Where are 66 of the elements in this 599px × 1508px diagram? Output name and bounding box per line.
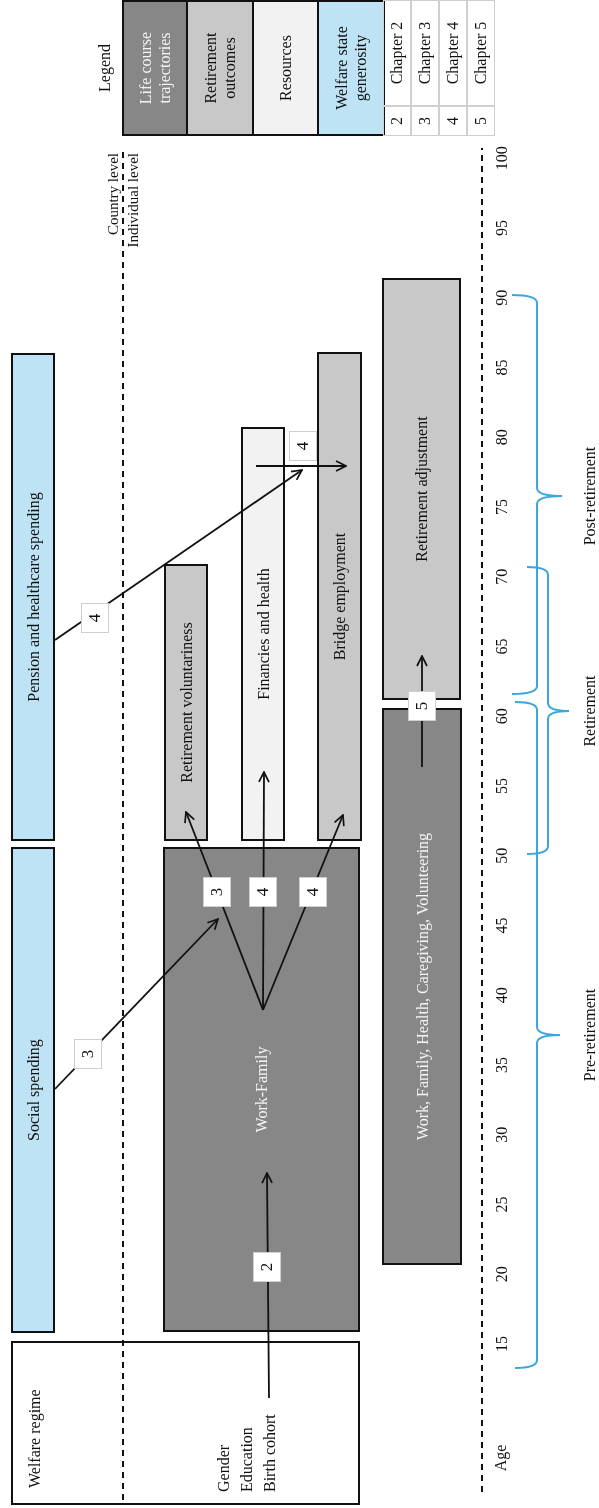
legend-text: Life course trajectories	[136, 30, 174, 107]
age-tick-label: 75	[491, 499, 511, 515]
chapter-name: Chapter 4	[439, 0, 467, 106]
node-label: Retirement voluntariness	[176, 622, 196, 783]
edge-label: 2	[253, 1252, 281, 1282]
trajectory-box	[382, 708, 462, 1265]
axis-title: Age	[490, 1444, 510, 1472]
policy-bar	[11, 353, 55, 841]
age-tick-label: 100	[491, 146, 511, 171]
age-tick-label: 20	[491, 1266, 511, 1283]
edge-label: 4	[299, 877, 327, 907]
legend-text: Resources	[276, 35, 295, 101]
phase-label: Retirement	[579, 675, 599, 747]
age-tick-label: 90	[491, 289, 511, 306]
policy-bar	[11, 847, 55, 1333]
chapter-number: 2	[383, 106, 411, 136]
phase-label: Pre-retirement	[579, 988, 599, 1082]
chapter-number: 3	[411, 106, 439, 136]
age-tick-label: 25	[491, 1196, 511, 1213]
arrow	[54, 469, 303, 641]
chapter-name: Chapter 3	[411, 0, 439, 106]
age-tick-label: 30	[491, 1126, 511, 1143]
node-label: Work, Family, Health, Caregiving, Volunteering	[412, 832, 432, 1141]
node-label: Bridge employment	[330, 532, 349, 661]
outcome-box	[382, 278, 461, 700]
chapter-number: 4	[439, 106, 467, 136]
chapter-name: Chapter 5	[467, 0, 495, 106]
edge-label: 5	[408, 691, 436, 721]
age-tick-label: 70	[491, 568, 511, 585]
edge-label: 4	[81, 603, 109, 633]
age-tick-label: 85	[491, 359, 511, 376]
age-tick-label: 65	[491, 638, 511, 655]
legend-text: Retirement outcomes	[201, 31, 239, 106]
chapter-name: Chapter 2	[383, 0, 411, 106]
node-label: Pension and healthcare spending	[23, 492, 43, 702]
edge-label: 3	[74, 1039, 102, 1069]
age-tick-label: 95	[491, 220, 511, 236]
phase-label: Post-retirement	[579, 446, 599, 546]
node-label: Work-Family	[252, 1046, 271, 1133]
age-tick-label: 80	[491, 429, 511, 446]
arrow	[255, 460, 347, 472]
age-tick-label: 60	[491, 708, 511, 725]
node-label: Retirement adjustment	[412, 416, 431, 562]
legend-title: Legend	[94, 44, 114, 92]
age-tick-label: 50	[491, 847, 511, 864]
legend-text: Welfare state generosity	[332, 25, 370, 112]
level-label: Individual level	[124, 153, 142, 248]
edge-label: 4	[289, 431, 317, 461]
node-label: Welfare regime	[25, 1389, 44, 1488]
age-tick-label: 40	[491, 987, 511, 1004]
outcome-box	[317, 352, 362, 841]
chapter-number: 5	[467, 106, 495, 136]
age-tick-label: 45	[491, 917, 511, 934]
trajectory-box	[163, 847, 360, 1332]
age-tick-label: 35	[491, 1057, 511, 1073]
welfare-regime-box	[11, 1341, 360, 1505]
edge-label: 4	[249, 877, 277, 907]
age-tick-label: 55	[491, 778, 511, 794]
node-label: Financies and health	[253, 568, 273, 700]
outcome-box	[164, 564, 208, 841]
edge-label: 3	[203, 877, 231, 907]
factor-list: Gender Education Birth cohort	[212, 1400, 282, 1492]
resource-box	[241, 427, 285, 841]
node-label: Social spending	[23, 1039, 43, 1141]
level-label: Country level	[104, 153, 122, 236]
age-tick-label: 15	[491, 1336, 511, 1352]
